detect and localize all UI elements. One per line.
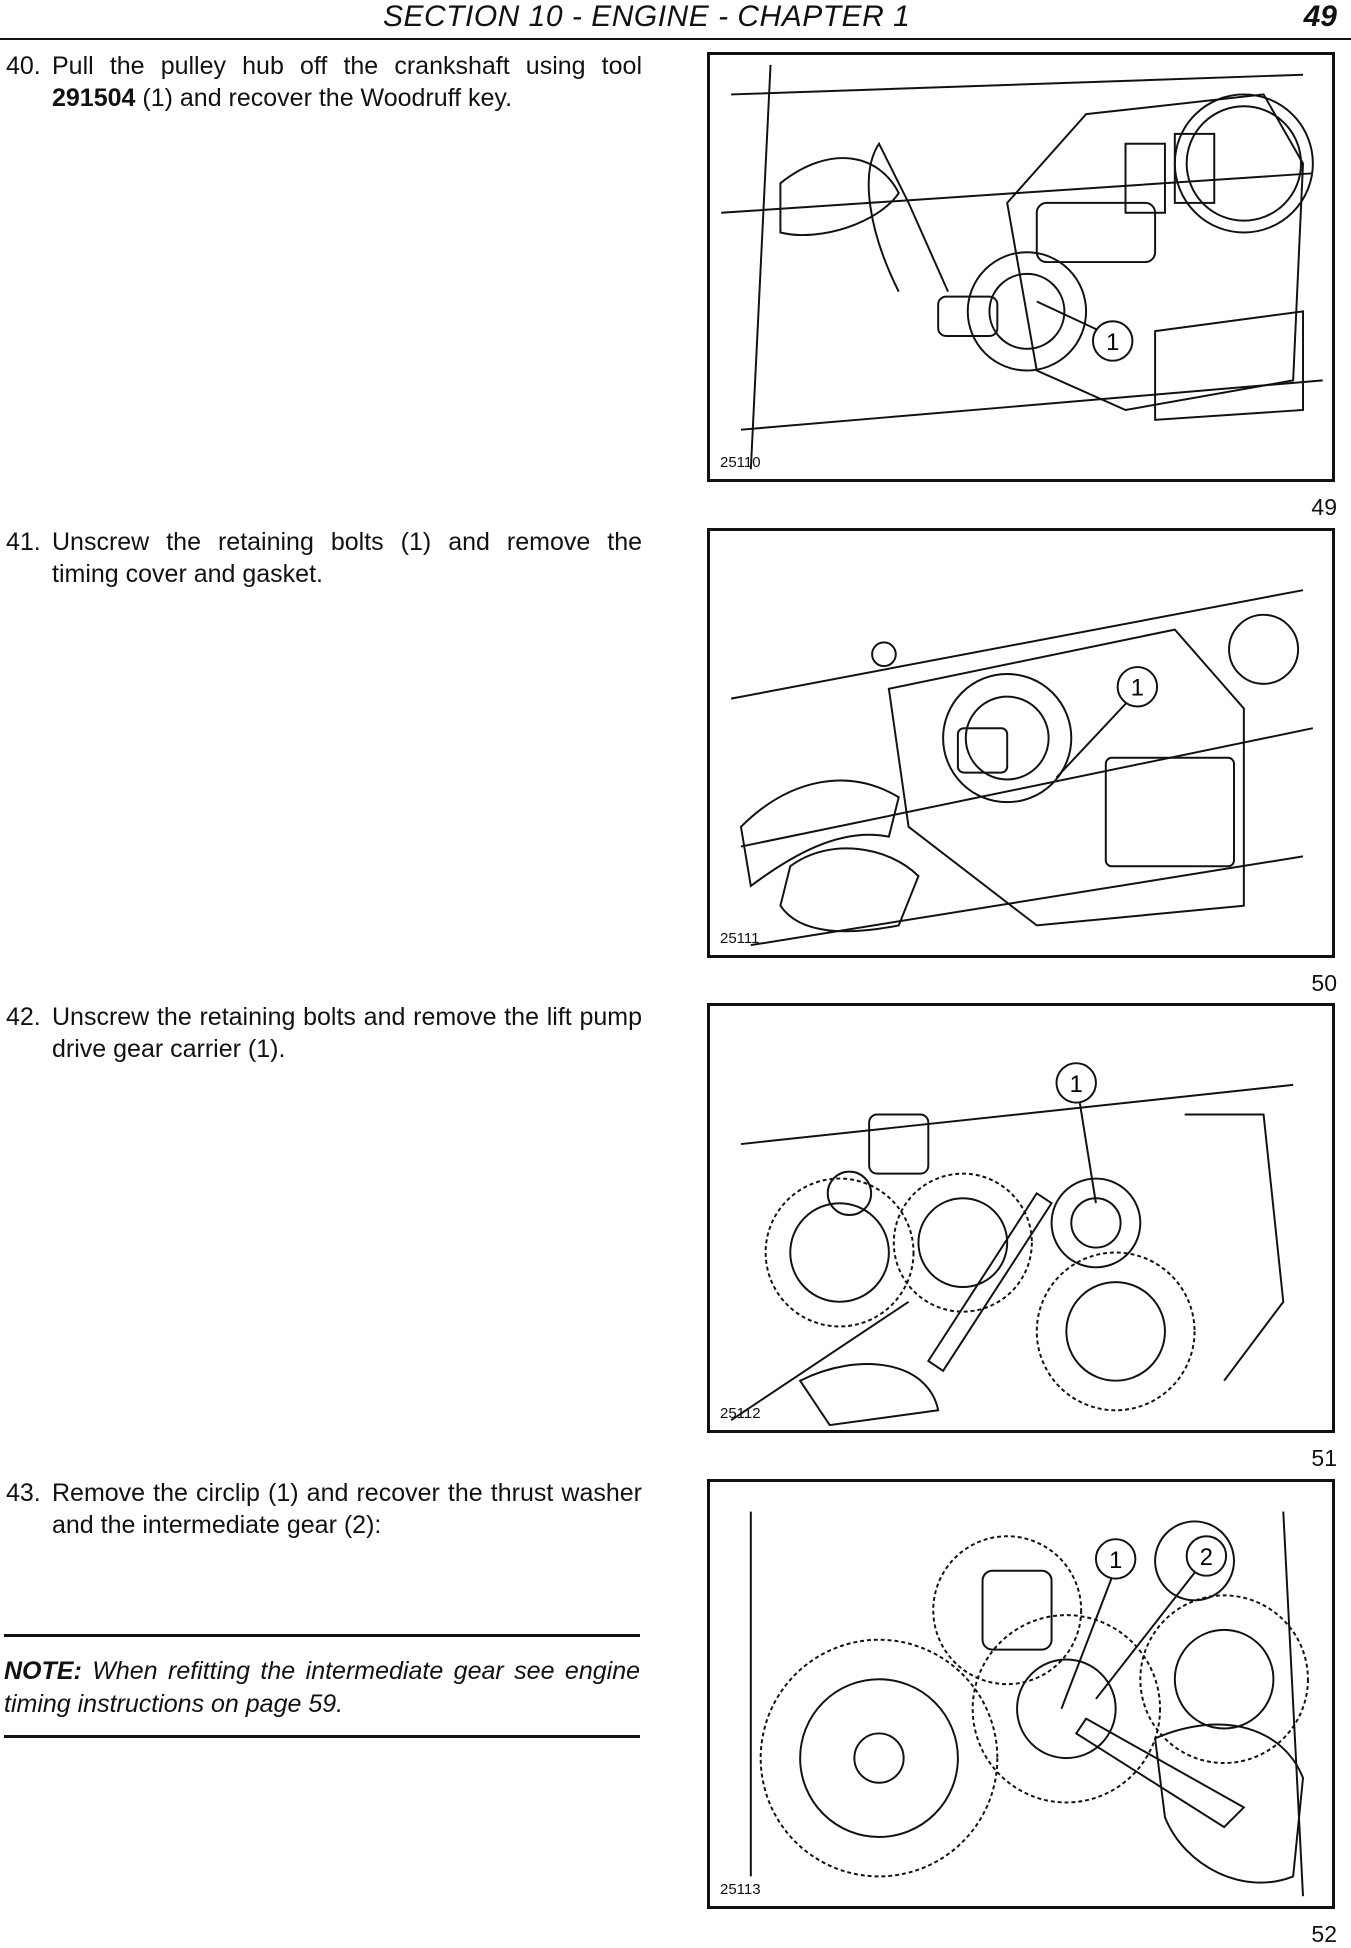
figure-50: 1 25111 (707, 528, 1335, 958)
callout-2: 2 (1200, 1545, 1213, 1571)
figure-49: 1 25110 (707, 52, 1335, 482)
figure-number: 50 (1311, 970, 1337, 996)
callout-1: 1 (1070, 1072, 1083, 1098)
step-text: Pull the pulley hub off the crankshaft u… (52, 52, 642, 112)
step-42: 42. Unscrew the retaining bolts and remo… (6, 1001, 642, 1065)
engine-pulley-hub-illustration: 1 (721, 64, 1323, 470)
figure-number: 51 (1311, 1445, 1337, 1471)
figure-52: 1 2 25113 (707, 1479, 1335, 1909)
callout-1: 1 (1131, 676, 1144, 702)
step-text: Remove the circlip (1) and recover the t… (52, 1479, 642, 1539)
figure-code: 25113 (720, 1881, 761, 1898)
page-number: 49 (1303, 0, 1337, 33)
step-text: Unscrew the retaining bolts and remove t… (52, 1003, 642, 1063)
callout-1: 1 (1109, 1548, 1122, 1574)
note-text: When refitting the intermediate gear see… (4, 1657, 640, 1718)
section-title: SECTION 10 - ENGINE - CHAPTER 1 (383, 0, 911, 33)
step-43: 43. Remove the circlip (1) and recover t… (6, 1477, 642, 1541)
figure-code: 25110 (720, 454, 761, 471)
timing-cover-illustration: 1 (730, 589, 1314, 947)
step-number: 40. (6, 52, 41, 80)
callout-1: 1 (1106, 330, 1119, 356)
lift-pump-gear-carrier-illustration: 1 (730, 1062, 1294, 1427)
page-header: SECTION 10 - ENGINE - CHAPTER 1 49 (0, 0, 1351, 40)
tool-number: 291504 (52, 84, 136, 112)
step-number: 42. (6, 1003, 41, 1031)
figure-code: 25112 (720, 1405, 761, 1422)
intermediate-gear-circlip-illustration: 1 2 (749, 1511, 1309, 1897)
note-box: NOTE: When refitting the intermediate ge… (4, 1634, 640, 1738)
step-text: Unscrew the retaining bolts (1) and remo… (52, 528, 642, 588)
step-40: 40. Pull the pulley hub off the cranksha… (6, 50, 642, 114)
figure-number: 52 (1311, 1921, 1337, 1947)
step-41: 41. Unscrew the retaining bolts (1) and … (6, 526, 642, 590)
step-number: 43. (6, 1479, 41, 1507)
step-number: 41. (6, 528, 41, 556)
figure-code: 25111 (720, 930, 760, 947)
figure-number: 49 (1311, 494, 1337, 520)
figure-51: 1 25112 (707, 1003, 1335, 1433)
note-label: NOTE: (4, 1657, 82, 1685)
